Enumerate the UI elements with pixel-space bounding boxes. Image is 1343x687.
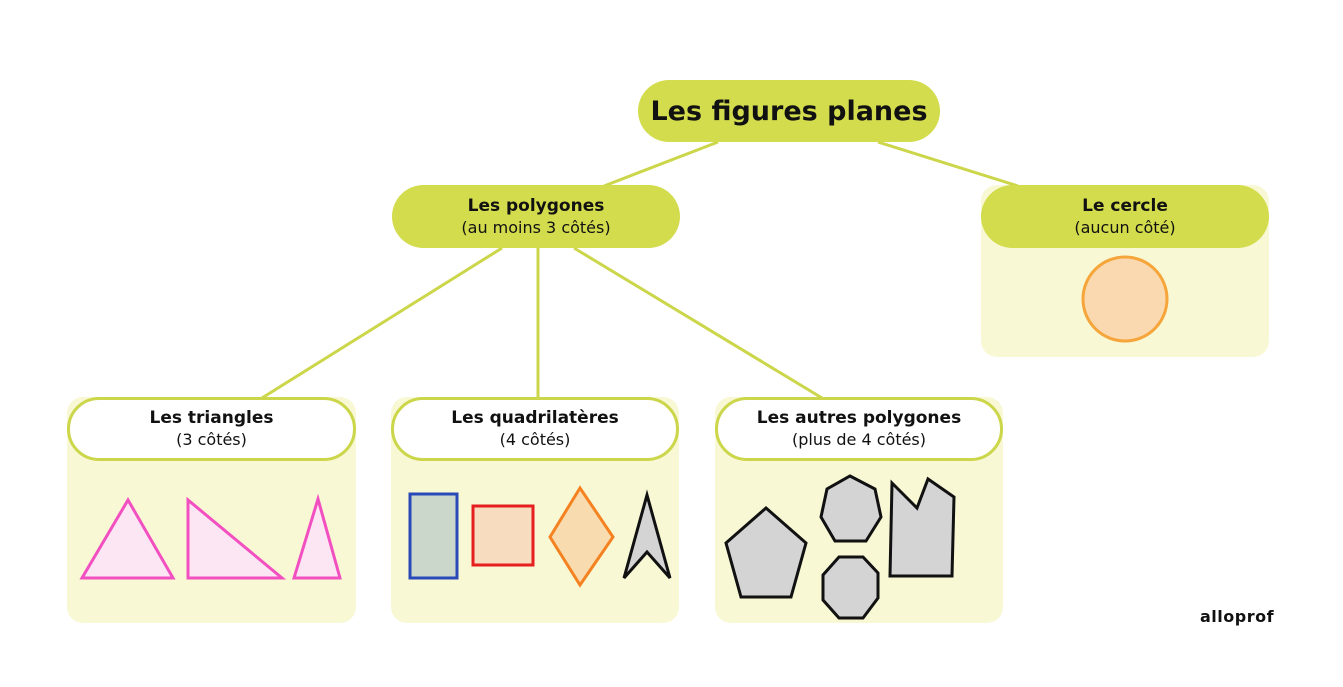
circle-shape	[1081, 255, 1169, 343]
square-shape	[471, 504, 535, 567]
category-label: Les quadrilatères	[451, 408, 619, 428]
arrowhead-shape	[622, 489, 672, 579]
connector-line	[261, 246, 503, 400]
circle-label: Le cercle	[1082, 195, 1168, 216]
diagram-title: Les figures planes	[650, 95, 928, 127]
octagon-shape	[821, 555, 880, 620]
category-sub: (4 côtés)	[499, 430, 571, 449]
other-polygons-node: Les autres polygones (plus de 4 côtés)	[715, 397, 1003, 461]
connector-line	[877, 140, 1019, 188]
right-triangle	[186, 496, 287, 580]
rectangle-shape	[408, 492, 459, 580]
polygons-sub: (au moins 3 côtés)	[461, 217, 611, 237]
heptagon-shape	[819, 474, 883, 543]
pentagon-shape	[724, 506, 808, 599]
category-label: Les autres polygones	[756, 408, 962, 428]
rhombus-shape	[548, 485, 615, 588]
irregular-polygon-shape	[888, 476, 956, 578]
acute-triangle	[79, 497, 176, 580]
category-label: Les triangles	[149, 408, 274, 428]
alloprof-logo: alloprof	[1200, 607, 1275, 626]
isosceles-triangle	[291, 493, 342, 580]
quadrilaterals-node: Les quadrilatères (4 côtés)	[391, 397, 679, 461]
connector-line	[603, 140, 719, 188]
category-sub: (3 côtés)	[176, 430, 247, 449]
polygons-label: Les polygones	[467, 195, 605, 216]
root-node: Les figures planes	[638, 80, 940, 142]
category-sub: (plus de 4 côtés)	[791, 430, 927, 449]
triangles-node: Les triangles (3 côtés)	[67, 397, 356, 461]
circle-node: Le cercle (aucun côté)	[981, 185, 1269, 248]
connector-line	[573, 246, 823, 400]
polygons-node: Les polygones (au moins 3 côtés)	[392, 185, 680, 248]
circle-sub: (aucun côté)	[1074, 217, 1176, 237]
